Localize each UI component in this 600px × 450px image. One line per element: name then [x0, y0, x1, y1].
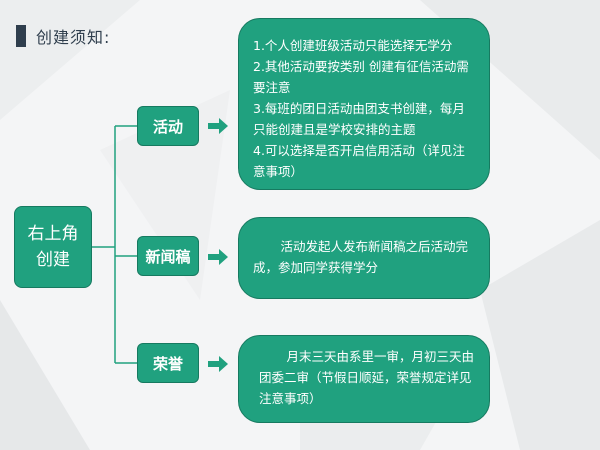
title-marker: [16, 25, 26, 47]
activity-rule-1: 1.个人创建班级活动只能选择无学分: [253, 38, 453, 53]
root-node-line-1: 右上角: [27, 224, 79, 244]
category-activity: 活动: [137, 106, 199, 146]
root-node-line-2: 创建: [36, 250, 70, 270]
news-description-text: 活动发起人发布新闻稿之后活动完成，参加同学获得学分: [253, 239, 469, 275]
activity-rule-3: 3.每班的团日活动由团支书创建，每月只能创建且是学校安排的主题: [253, 101, 465, 137]
activity-rule-2: 2.其他活动要按类别 创建有征信活动需要注意: [253, 59, 469, 95]
arrow-right-icon: [208, 356, 228, 372]
honor-description-text: 月末三天由系里一审，月初三天由团委二审（节假日顺延，荣誉规定详见注意事项）: [259, 349, 475, 406]
category-news: 新闻稿: [137, 236, 199, 276]
activity-description-box: 1.个人创建班级活动只能选择无学分 2.其他活动要按类别 创建有征信活动需要注意…: [238, 18, 490, 190]
activity-rule-4: 4.可以选择是否开启信用活动（详见注意事项）: [253, 143, 465, 179]
page-title: 创建须知:: [36, 28, 111, 47]
title-row: 创建须知:: [16, 24, 110, 48]
root-node-top-right-create: 右上角 创建: [14, 206, 92, 288]
news-description-box: 活动发起人发布新闻稿之后活动完成，参加同学获得学分: [238, 217, 490, 299]
category-honor: 荣誉: [137, 343, 199, 383]
arrow-right-icon: [208, 249, 228, 265]
honor-description-box: 月末三天由系里一审，月初三天由团委二审（节假日顺延，荣誉规定详见注意事项）: [238, 335, 490, 423]
arrow-right-icon: [208, 118, 228, 134]
